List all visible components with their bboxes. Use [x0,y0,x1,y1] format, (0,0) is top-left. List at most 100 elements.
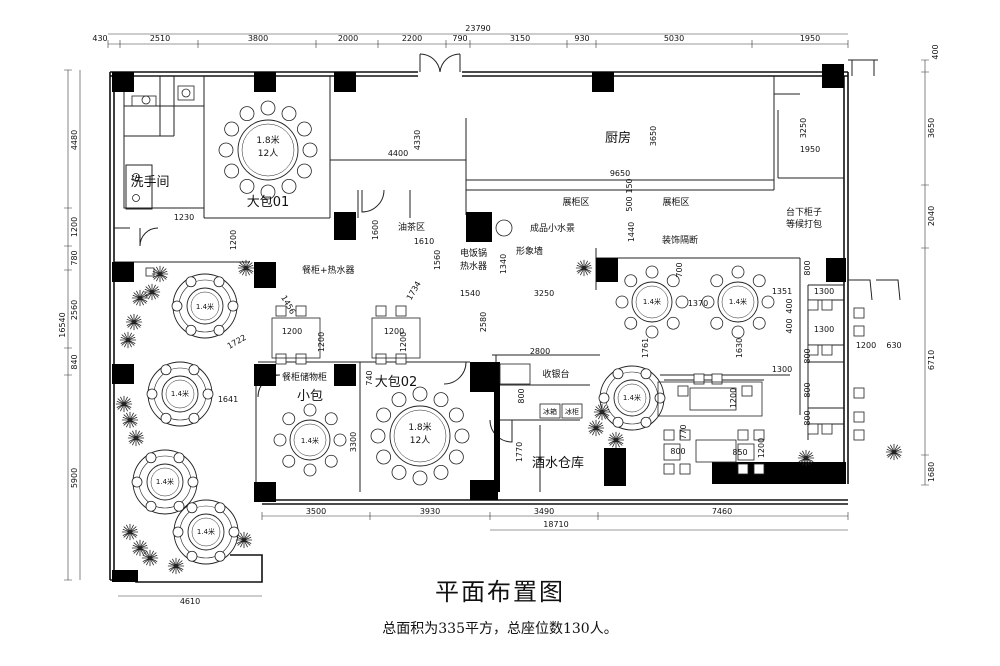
chair-15 [753,429,765,441]
room-small: 小包 [297,389,323,404]
chair-25 [807,299,819,311]
plant-icon [119,331,137,349]
chair-17 [679,463,691,475]
dim-bottom-2: 3490 [534,507,554,516]
dim-left-3: 2560 [70,300,79,320]
chair-0 [275,305,287,317]
chair-22 [853,387,865,399]
table-c [131,452,199,512]
label-decor-partition: 装饰隔断 [662,234,698,246]
plant-icon [141,549,159,567]
dim-3250: 3250 [534,289,554,298]
plant-icon [121,411,139,429]
chair-1 [295,305,307,317]
label-ice-2: 冰柜 [565,407,579,416]
chair-18 [737,463,749,475]
dim-1300b: 1300 [772,365,792,374]
dim-4400: 4400 [388,149,408,158]
dim-top-5: 790 [452,34,467,43]
chair-21 [853,325,865,337]
table-14-d: 1.4米 [197,527,215,536]
dim-1200f: 1200 [729,388,738,408]
dim-left-1: 1200 [70,217,79,237]
dim-1200a: 1200 [229,230,238,250]
table-14-e: 1.4米 [301,436,319,445]
table-14-f: 1.4米 [643,297,661,306]
chair-5 [395,305,407,317]
dim-bottom-left: 4610 [180,597,200,606]
table-big2-size: 1.8米 [408,421,431,433]
chair-30 [821,423,833,435]
dim-740: 740 [365,370,374,385]
label-ice-1: 冰箱 [543,407,557,416]
dim-1761: 1761 [641,338,650,358]
label-fish-tank: 成品小水景 [530,222,575,234]
table-big-1 [218,100,318,200]
plant-icon [607,431,625,449]
table-b [146,364,214,424]
dim-top-9: 1950 [800,34,820,43]
dim-1370: 1370 [688,299,708,308]
dim-total-left: 16540 [58,312,67,337]
interior-walls [114,53,901,492]
dim-right-3: 6710 [927,350,936,370]
label-cabinet-heater: 餐柜+热水器 [302,264,355,276]
dim-top-2: 3800 [248,34,268,43]
dim-800f: 800 [803,260,812,275]
dim-1230: 1230 [174,213,194,222]
table-a [171,276,239,336]
table-labels: 1.8米 12人 1.8米 12人 1.4米 1.4米 1.4米 1.4米 1.… [156,134,747,536]
dim-1300c: 1300 [814,325,834,334]
dims-bottom: 3500 3930 3490 7460 18710 4610 [180,507,732,606]
label-rice-cooker: 电饭锅 [460,247,487,259]
chair-13 [679,429,691,441]
dim-1200g: 1200 [757,438,766,458]
chair-29 [807,423,819,435]
chair-27 [807,344,819,356]
chair-20 [853,307,865,319]
dim-1300a: 1300 [814,287,834,296]
dim-1610: 1610 [414,237,434,246]
room-washroom: 洗手间 [130,175,169,190]
dim-total-bottom: 18710 [543,520,568,529]
dim-400a: 400 [785,318,794,333]
plant-icon [131,539,149,557]
table-g [701,265,775,339]
table-d [172,502,240,562]
dimension-lines [64,33,929,597]
dim-2800: 2800 [530,347,550,356]
dim-left-4: 840 [70,354,79,369]
dim-1351: 1351 [772,287,792,296]
plant-icon [885,443,903,461]
dim-1440: 1440 [627,222,636,242]
dim-1540: 1540 [460,289,480,298]
label-display-1: 展柜区 [562,196,589,208]
dim-1770: 1770 [515,442,524,462]
chair-16 [663,463,675,475]
dim-right-1: 3650 [927,118,936,138]
dim-800a: 800 [517,388,526,403]
dim-right-4: 1680 [927,462,936,482]
table-14-b: 1.4米 [171,389,189,398]
dim-800b: 800 [803,348,812,363]
chair-26 [821,299,833,311]
chair-4 [375,305,387,317]
chair-24 [853,429,865,441]
dim-800c: 800 [670,447,685,456]
chair-6 [375,353,387,365]
room-labels: 洗手间 大包01 厨房 大包02 小包 酒水仓库 收银台 [130,130,631,471]
dim-top-4: 2200 [402,34,422,43]
label-water-heater: 热水器 [460,260,487,272]
room-wine-storage: 酒水仓库 [532,455,584,471]
table-14-c: 1.4米 [156,477,174,486]
dim-left-5: 5900 [70,468,79,488]
table-big1-seats: 12人 [258,148,278,159]
label-under-counter-1: 台下柜子 [786,206,822,218]
dim-400b: 400 [785,298,794,313]
plant-icon [125,313,143,331]
chair-12 [663,429,675,441]
dim-3300: 3300 [349,432,358,452]
dim-800e: 800 [803,410,812,425]
chair-7 [395,353,407,365]
